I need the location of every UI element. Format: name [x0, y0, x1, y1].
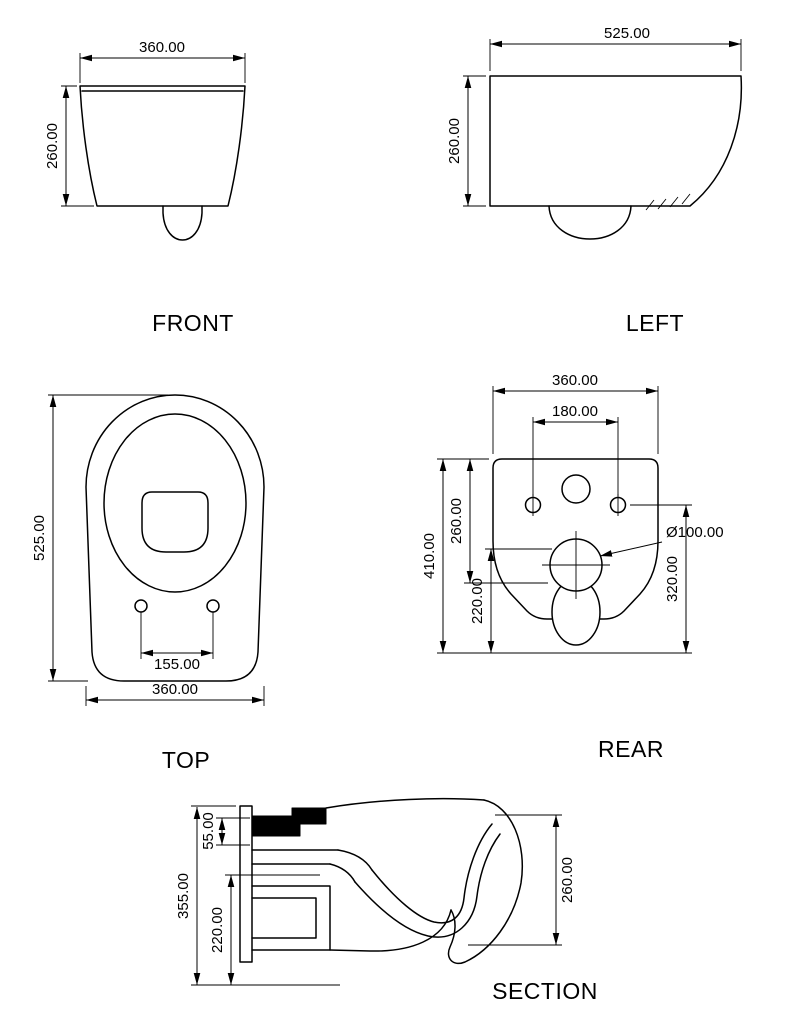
top-right-hinge-hole: [206, 599, 220, 613]
section-view-label: SECTION: [492, 978, 598, 1004]
rear-drain-diameter-dim-text: Ø100.00: [666, 524, 724, 541]
top-width-dim-text: 360.00: [152, 681, 198, 698]
top-view-label: TOP: [162, 747, 210, 773]
rear-drain-crosshair: [542, 531, 610, 599]
front-view-label: FRONT: [152, 310, 234, 336]
left-view: 525.00 260.00 LEFT: [446, 25, 743, 336]
left-extension-lines: [463, 39, 742, 207]
top-depth-dim-text: 525.00: [31, 515, 48, 561]
rear-width-dim-text: 360.00: [552, 372, 598, 389]
left-depth-dim-text: 525.00: [604, 25, 650, 42]
rear-side-height-dim-text: 320.00: [664, 556, 681, 602]
rear-extension-lines: [437, 386, 692, 654]
left-glaze-hatch-marks: [645, 193, 691, 211]
section-rim-curves: [329, 849, 373, 883]
section-bowl-underside: [329, 909, 452, 952]
top-left-hinge-hole: [134, 599, 148, 613]
top-view: 525.00 155.00 360.00 TOP: [31, 394, 265, 773]
section-bowl-height-dim-text: 260.00: [559, 857, 576, 903]
left-view-label: LEFT: [626, 310, 684, 336]
rear-hole-spacing-dim-text: 180.00: [552, 403, 598, 420]
front-outlet-dome: [162, 205, 203, 241]
front-body-outline: [79, 85, 246, 207]
section-view: 55.00 355.00 220.00 260.00 SECTION: [175, 797, 598, 1004]
section-front-outer-profile: [447, 799, 523, 965]
rear-drain-diameter-leader-line: [599, 541, 663, 557]
front-view: 360.00 260.00 FRONT: [44, 39, 246, 336]
front-extension-lines: [61, 53, 246, 207]
front-height-dim-text: 260.00: [44, 123, 61, 169]
section-trap-outlet-box: [251, 885, 331, 951]
section-overall-depth-dim-text: 355.00: [175, 873, 192, 919]
rear-drain-height-dim-text: 220.00: [469, 578, 486, 624]
rear-view: 360.00 180.00 410.00 260.00 220.00 320.0…: [421, 372, 724, 762]
front-width-dim-text: 360.00: [139, 39, 185, 56]
left-body-outline: [489, 75, 743, 207]
left-height-dim-text: 260.00: [446, 118, 463, 164]
rear-top-to-drain-dim-text: 260.00: [448, 498, 465, 544]
rear-water-inlet-hole: [561, 474, 591, 504]
section-top-edge: [325, 797, 485, 809]
section-extension-lines: [191, 805, 562, 986]
top-extension-lines: [48, 394, 265, 706]
section-fixing-bracket: [251, 807, 327, 837]
rear-view-label: REAR: [598, 736, 664, 762]
section-bowl-inner-walls: [354, 823, 501, 938]
section-wall-plate: [239, 805, 253, 963]
top-hole-spacing-dim-text: 155.00: [154, 656, 200, 673]
section-trap-depth-dim-text: 220.00: [209, 907, 226, 953]
top-water-spot: [141, 491, 209, 553]
section-rim-channel: [251, 849, 339, 865]
rear-fixing-hole-centerlines: [532, 494, 619, 516]
left-outlet-dome: [548, 205, 632, 240]
rear-overall-height-dim-text: 410.00: [421, 533, 438, 579]
section-fixing-depth-dim-text: 55.00: [200, 812, 217, 850]
